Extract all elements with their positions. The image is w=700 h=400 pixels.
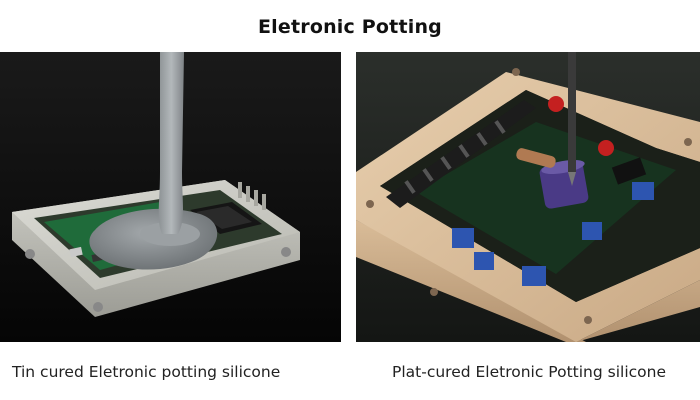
tin-cured-caption: Tin cured Eletronic potting silicone	[12, 363, 281, 381]
tin-cured-potting-photo	[0, 52, 341, 342]
plat-cured-potting-photo	[356, 52, 700, 342]
plat-cured-caption: Plat-cured Eletronic Potting silicone	[392, 363, 666, 381]
page-title: Eletronic Potting	[258, 16, 442, 38]
